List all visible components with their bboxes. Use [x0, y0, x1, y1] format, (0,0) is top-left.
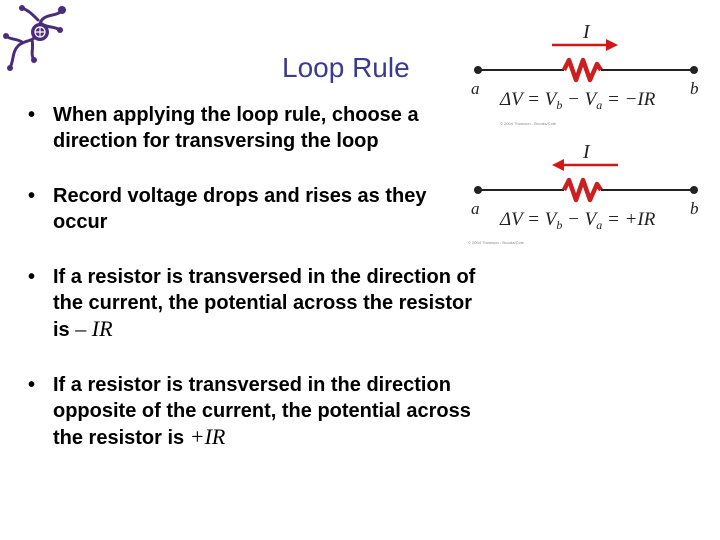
bullet-dot: • [28, 185, 36, 207]
current-label: I [582, 21, 591, 43]
node-a-dot [474, 186, 482, 194]
resistor-icon [561, 57, 603, 83]
bullet-text: If a resistor is transversed in the dire… [53, 374, 471, 449]
diagram-reverse: I a b ΔV = Vb − Va = +IR © 2004 Thomson … [468, 141, 699, 245]
resistor-icon [561, 177, 603, 203]
arrow-left-icon [552, 159, 564, 171]
bullet-item: • When applying the loop rule, choose a … [28, 102, 478, 154]
bullet-item: • Record voltage drops and rises as they… [28, 183, 478, 235]
bullet-math-minus-ir: – IR [75, 316, 113, 341]
node-a-dot [474, 66, 482, 74]
bullet-dot: • [28, 374, 36, 396]
node-b-label: b [690, 79, 699, 98]
bullet-text: If a resistor is transversed in the dire… [53, 266, 476, 341]
bullet-item: • If a resistor is transversed in the di… [28, 264, 478, 343]
equation: ΔV = Vb − Va = +IR [499, 209, 656, 232]
bullet-dot: • [28, 266, 36, 288]
diagram-forward: I a b ΔV = Vb − Va = −IR © 2004 Thomson … [471, 21, 699, 126]
slide-title: Loop Rule [282, 52, 410, 83]
bullet-math-plus-ir: +IR [189, 424, 226, 449]
node-a-label: a [471, 199, 480, 218]
bullet-item: • If a resistor is transversed in the di… [28, 372, 478, 451]
lizard-logo-icon [3, 5, 66, 71]
node-b-label: b [690, 199, 699, 218]
node-b-dot [690, 66, 698, 74]
bullet-dot: • [28, 104, 36, 126]
current-label: I [582, 141, 591, 163]
bullet-list: • When applying the loop rule, choose a … [28, 102, 478, 480]
equation: ΔV = Vb − Va = −IR [499, 89, 656, 112]
bullet-text: Record voltage drops and rises as they o… [53, 185, 427, 233]
arrow-right-icon [606, 39, 618, 51]
figure-caption: © 2004 Thomson - Brooks/Cole [500, 121, 557, 126]
bullet-text: When applying the loop rule, choose a di… [53, 104, 419, 152]
figure-caption: © 2004 Thomson - Brooks/Cole [468, 240, 525, 245]
node-a-label: a [471, 79, 480, 98]
node-b-dot [690, 186, 698, 194]
loop-rule-diagrams: I a b ΔV = Vb − Va = −IR © 2004 Thomson … [468, 21, 699, 245]
